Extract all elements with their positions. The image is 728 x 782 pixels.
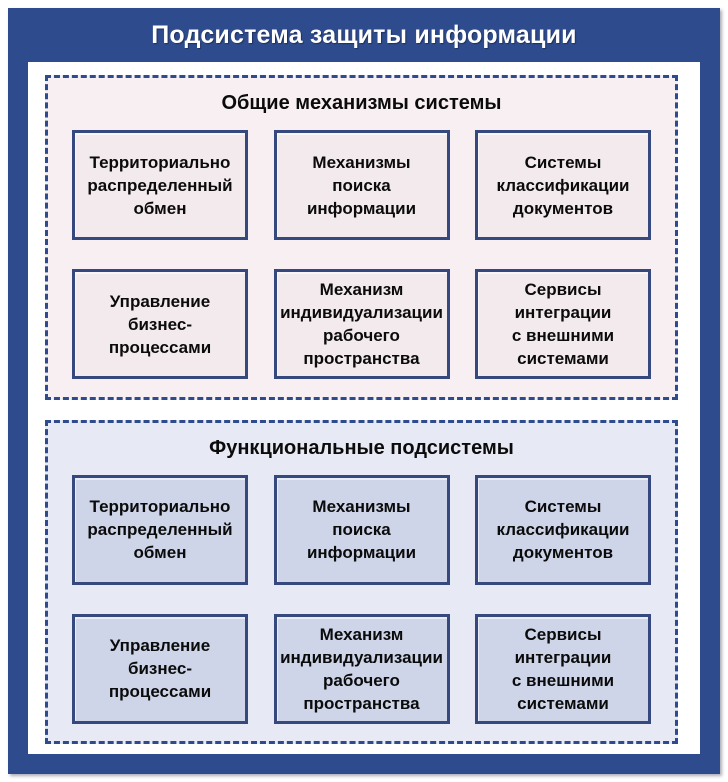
section-general-row-2: Управление бизнес- процессами Механизм и… <box>48 269 675 379</box>
inner-panel: Общие механизмы системы Территориально р… <box>28 62 700 754</box>
box-business-process-management: Управление бизнес- процессами <box>72 613 248 724</box>
page-title: Подсистема защиты информации <box>151 20 577 49</box>
section-functional-row-2: Управление бизнес- процессами Механизм и… <box>48 613 675 724</box>
box-workspace-individualization: Механизм индивидуализации рабочего прост… <box>273 613 450 724</box>
box-document-classification: Системы классификации документов <box>475 130 651 240</box>
box-business-process-management: Управление бизнес- процессами <box>72 269 248 379</box>
box-territorial-exchange: Территориально распределенный обмен <box>72 474 248 585</box>
box-territorial-exchange: Территориально распределенный обмен <box>72 130 248 240</box>
outer-frame: Подсистема защиты информации Общие механ… <box>8 8 720 774</box>
box-external-integration-services: Сервисы интеграции с внешними системами <box>475 613 651 724</box>
box-search-mechanisms: Механизмы поиска информации <box>273 130 450 240</box>
title-bar: Подсистема защиты информации <box>8 8 720 62</box>
section-general-row-1: Территориально распределенный обмен Меха… <box>48 130 675 240</box>
section-general-header: Общие механизмы системы <box>221 92 502 114</box>
section-general-mechanisms: Общие механизмы системы Территориально р… <box>45 75 678 400</box>
box-document-classification: Системы классификации документов <box>475 474 651 585</box>
section-functional-subsystems: Функциональные подсистемы Территориально… <box>45 419 678 744</box>
box-external-integration-services: Сервисы интеграции с внешними системами <box>475 269 651 379</box>
box-workspace-individualization: Механизм индивидуализации рабочего прост… <box>273 269 450 379</box>
section-functional-header: Функциональные подсистемы <box>209 436 514 459</box>
box-search-mechanisms: Механизмы поиска информации <box>273 474 450 585</box>
section-functional-row-1: Территориально распределенный обмен Меха… <box>48 474 675 585</box>
